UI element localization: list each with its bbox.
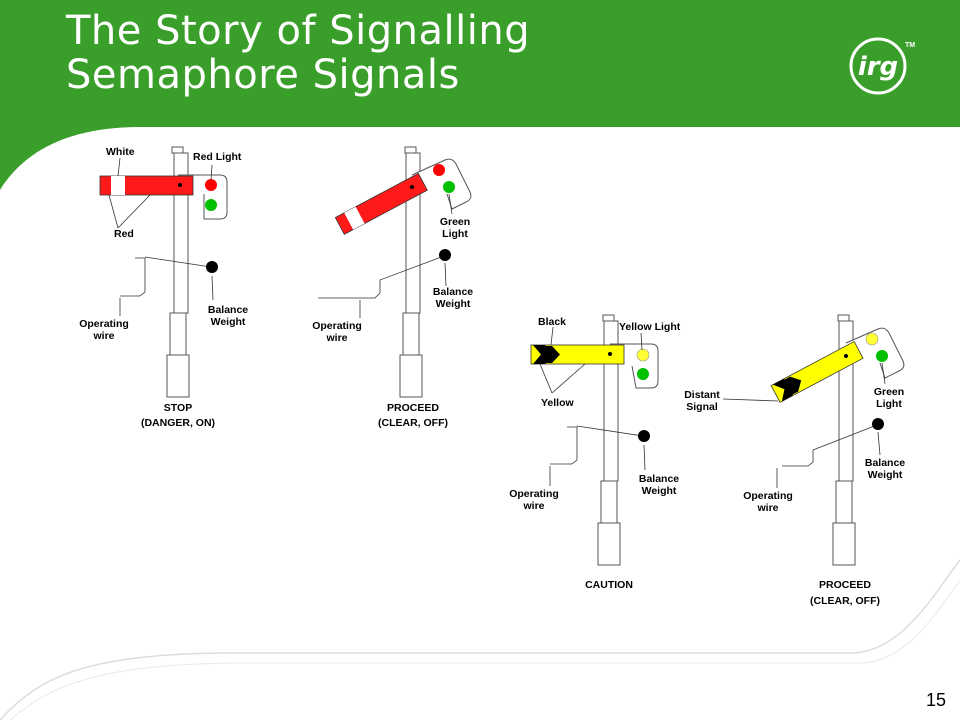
lamp-bracket [845,327,905,379]
header-band [0,0,960,190]
signal-stop: White Red Light Red Balance Weight Opera… [79,146,248,429]
svg-text:wire: wire [522,500,544,512]
svg-text:Weight: Weight [868,469,903,481]
svg-text:PROCEED: PROCEED [387,402,439,414]
svg-text:Operating: Operating [79,318,129,330]
svg-text:Green: Green [874,386,904,398]
svg-text:White: White [106,146,135,158]
svg-text:(CLEAR, OFF): (CLEAR, OFF) [810,595,880,607]
green-lamp [205,199,217,211]
svg-text:irg: irg [858,52,898,82]
svg-text:wire: wire [325,332,347,344]
svg-text:CAUTION: CAUTION [585,579,633,591]
svg-text:Red: Red [114,228,134,240]
svg-text:Balance: Balance [208,304,248,316]
title-line-2: Semaphore Signals [66,52,460,98]
svg-text:Operating: Operating [509,488,559,500]
balance-weight [439,249,451,261]
svg-text:Weight: Weight [211,316,246,328]
svg-text:PROCEED: PROCEED [819,579,871,591]
signal-proceed-red: Green Light Balance Weight Operating wir… [312,146,473,429]
svg-text:wire: wire [92,330,114,342]
svg-text:Yellow: Yellow [541,397,575,409]
svg-text:Light: Light [876,398,902,410]
svg-text:Signal: Signal [686,401,718,413]
signal-proceed-distant: Distant Signal Green Light Balance Weigh… [684,314,905,607]
distant-arm [770,340,864,403]
red-lamp [433,164,445,176]
svg-text:Balance: Balance [865,457,905,469]
title-line-1: The Story of Signalling [66,8,531,54]
yellow-lamp [636,348,650,362]
proceed-arm [334,172,428,235]
svg-text:Operating: Operating [743,490,793,502]
svg-text:Black: Black [538,316,566,328]
svg-text:Balance: Balance [639,473,679,485]
caution-arm [530,344,625,365]
green-lamp [443,181,455,193]
red-lamp [205,179,217,191]
svg-text:Weight: Weight [436,298,471,310]
svg-text:wire: wire [756,502,778,514]
balance-weight [638,430,650,442]
yellow-lamp [865,332,879,346]
svg-text:(CLEAR, OFF): (CLEAR, OFF) [378,417,448,429]
stop-arm [99,175,194,196]
signal-caution: Black Yellow Light Yellow Balance Weight… [509,314,681,591]
green-lamp [876,350,888,362]
balance-weight [872,418,884,430]
footer-swoosh [0,559,960,720]
svg-text:Operating: Operating [312,320,362,332]
svg-text:Light: Light [442,228,468,240]
green-lamp [637,368,649,380]
svg-text:STOP: STOP [164,402,192,414]
irg-logo: irg TM [849,37,915,95]
lamp-bracket [411,158,472,210]
page-number: 15 [925,690,946,710]
footer-swoosh-2 [9,579,960,720]
svg-text:Yellow Light: Yellow Light [619,321,681,333]
svg-text:Weight: Weight [642,485,677,497]
svg-text:(DANGER, ON): (DANGER, ON) [141,417,215,429]
svg-text:TM: TM [905,42,915,49]
svg-text:Distant: Distant [684,389,720,401]
slide-title: The Story of Signalling Semaphore Signal… [66,9,530,97]
svg-text:Red Light: Red Light [193,151,242,163]
svg-text:Balance: Balance [433,286,473,298]
balance-weight [206,261,218,273]
svg-text:Green: Green [440,216,470,228]
